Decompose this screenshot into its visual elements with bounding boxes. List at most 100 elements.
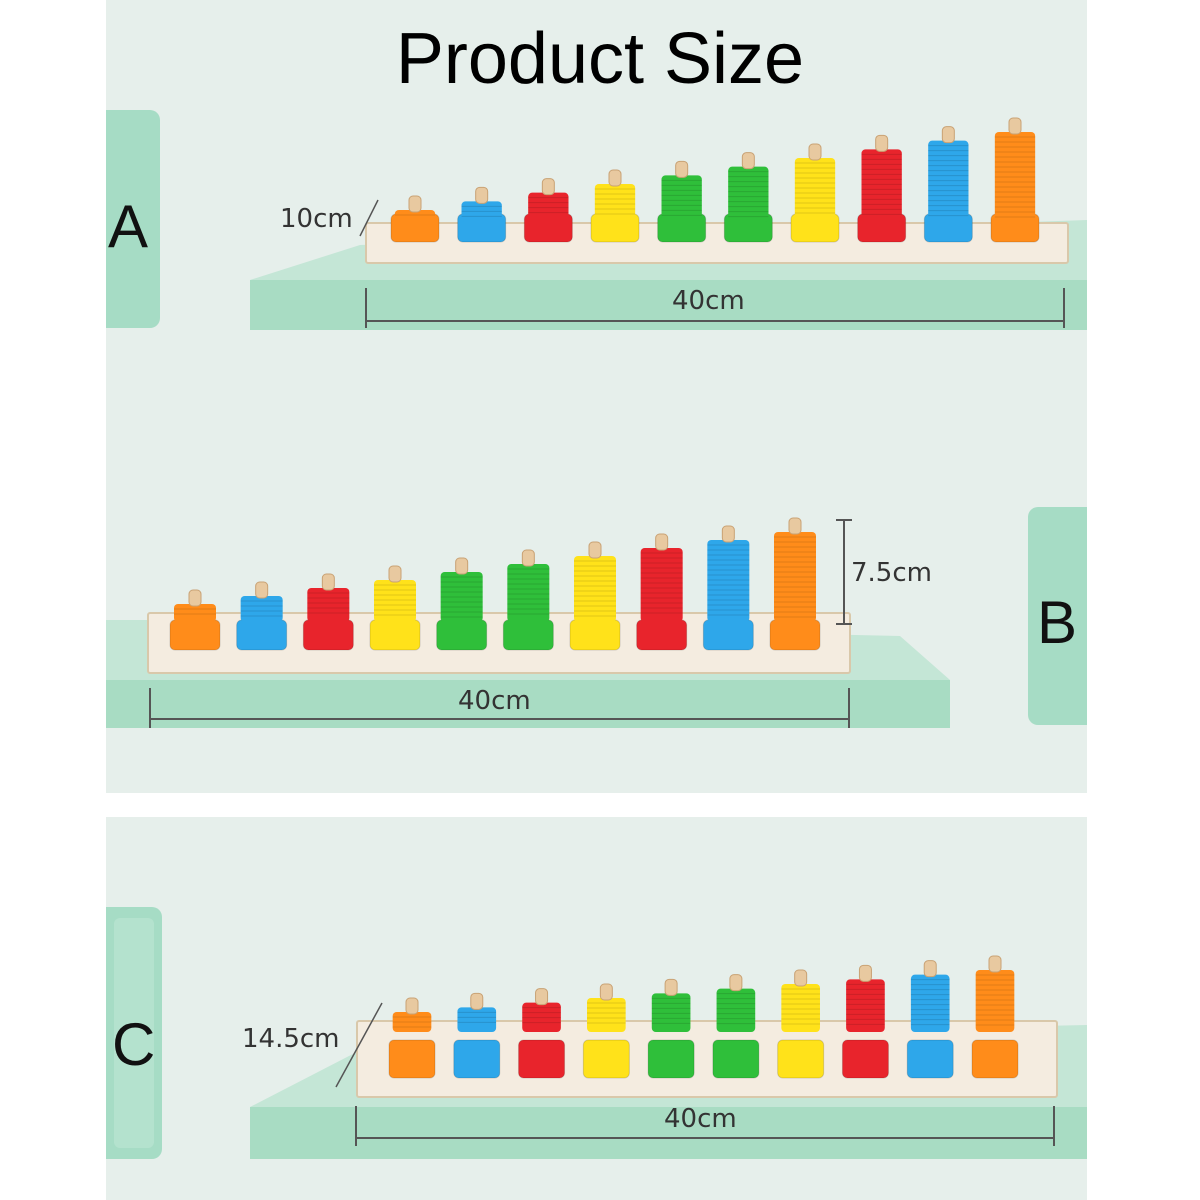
variant-c-length-tick-left — [355, 1106, 357, 1146]
variant-c-tab-inner — [114, 918, 154, 1148]
variant-a-tab — [106, 110, 160, 328]
ring-stack — [174, 604, 216, 622]
variant-b-height-tick-top — [836, 519, 852, 521]
variant-c-label: C — [112, 1011, 156, 1078]
variant-c-height-label: 14.5cm — [242, 1024, 340, 1054]
ring-stack — [640, 548, 683, 622]
shape-piece — [518, 1039, 566, 1079]
shape-piece — [647, 1039, 695, 1079]
variant-c-shelf-front — [250, 1107, 1087, 1159]
ring-stack — [861, 149, 902, 222]
wooden-peg — [188, 589, 202, 607]
shape-piece — [906, 1039, 954, 1079]
wooden-peg — [455, 557, 469, 575]
wooden-peg — [858, 964, 872, 982]
ring-stack — [728, 166, 769, 222]
wooden-peg — [788, 517, 802, 535]
wooden-peg — [923, 960, 937, 978]
shape-piece — [841, 1039, 889, 1079]
wooden-peg — [521, 549, 535, 567]
variant-a-length-label: 40cm — [672, 286, 745, 316]
ring-stack — [461, 201, 502, 222]
wooden-peg — [541, 178, 555, 196]
wooden-peg — [808, 143, 822, 161]
variant-b-height-line — [843, 520, 845, 624]
ring-stack — [994, 132, 1036, 222]
shape-piece — [712, 1039, 760, 1079]
variant-c-length-label: 40cm — [664, 1104, 737, 1134]
wooden-peg — [255, 581, 269, 599]
ring-stack — [394, 210, 436, 222]
ring-stack — [928, 140, 969, 222]
ring-stack — [307, 588, 350, 622]
variant-a-label: A — [108, 193, 149, 260]
shape-piece — [388, 1039, 436, 1079]
ring-stack — [707, 540, 750, 622]
wooden-peg — [664, 978, 678, 996]
shape-piece — [971, 1039, 1019, 1079]
ring-stack — [507, 564, 550, 622]
wooden-peg — [608, 169, 622, 187]
ring-stack — [975, 970, 1015, 1032]
wooden-peg — [675, 160, 689, 178]
ring-stack — [522, 1002, 561, 1032]
variant-b-height-label: 7.5cm — [851, 558, 932, 588]
variant-a-length-line — [366, 320, 1064, 322]
shape-piece — [582, 1039, 630, 1079]
variant-b-length-tick-right — [848, 688, 850, 728]
ring-stack — [846, 979, 885, 1032]
wooden-peg — [475, 186, 489, 204]
wooden-peg — [408, 195, 422, 213]
ring-stack — [457, 1007, 497, 1032]
ring-stack — [574, 556, 616, 622]
ring-stack — [774, 532, 816, 622]
variant-b-length-tick-left — [149, 688, 151, 728]
ring-stack — [781, 984, 820, 1032]
wooden-peg — [655, 533, 669, 551]
wooden-peg — [741, 152, 755, 170]
wooden-peg — [721, 525, 735, 543]
wooden-peg — [1008, 117, 1022, 135]
wooden-peg — [388, 565, 402, 583]
ring-stack — [716, 988, 756, 1032]
ring-stack — [374, 580, 416, 622]
wooden-peg — [405, 997, 419, 1015]
wooden-peg — [794, 969, 808, 987]
ring-stack — [661, 175, 702, 222]
ring-stack — [651, 993, 691, 1032]
ring-stack — [528, 192, 569, 222]
wooden-peg — [470, 992, 484, 1010]
page-title: Product Size — [395, 19, 805, 99]
wooden-peg — [729, 974, 743, 992]
variant-b-tab — [1028, 507, 1087, 725]
ring-stack — [587, 998, 626, 1032]
ring-stack — [440, 572, 483, 622]
variant-c-length-line — [356, 1137, 1054, 1139]
ring-stack — [392, 1012, 432, 1032]
variant-a-length-tick-left — [365, 288, 367, 328]
ring-stack — [594, 184, 636, 222]
variant-b-label: B — [1037, 589, 1078, 656]
variant-c-length-tick-right — [1053, 1106, 1055, 1146]
wooden-peg — [588, 541, 602, 559]
wooden-peg — [535, 988, 549, 1006]
variant-a-height-label: 10cm — [280, 204, 353, 234]
wooden-peg — [875, 134, 889, 152]
ring-stack — [794, 158, 836, 222]
shape-piece — [777, 1039, 825, 1079]
variant-b-shelf-front — [106, 680, 950, 728]
wooden-peg — [599, 983, 613, 1001]
variant-b-length-label: 40cm — [458, 686, 531, 716]
ring-stack — [240, 596, 283, 622]
wooden-peg — [321, 573, 335, 591]
wooden-peg — [988, 955, 1002, 973]
variant-b-height-tick-bottom — [836, 623, 852, 625]
ring-stack — [910, 974, 950, 1032]
wooden-peg — [941, 126, 955, 144]
shape-piece — [453, 1039, 501, 1079]
